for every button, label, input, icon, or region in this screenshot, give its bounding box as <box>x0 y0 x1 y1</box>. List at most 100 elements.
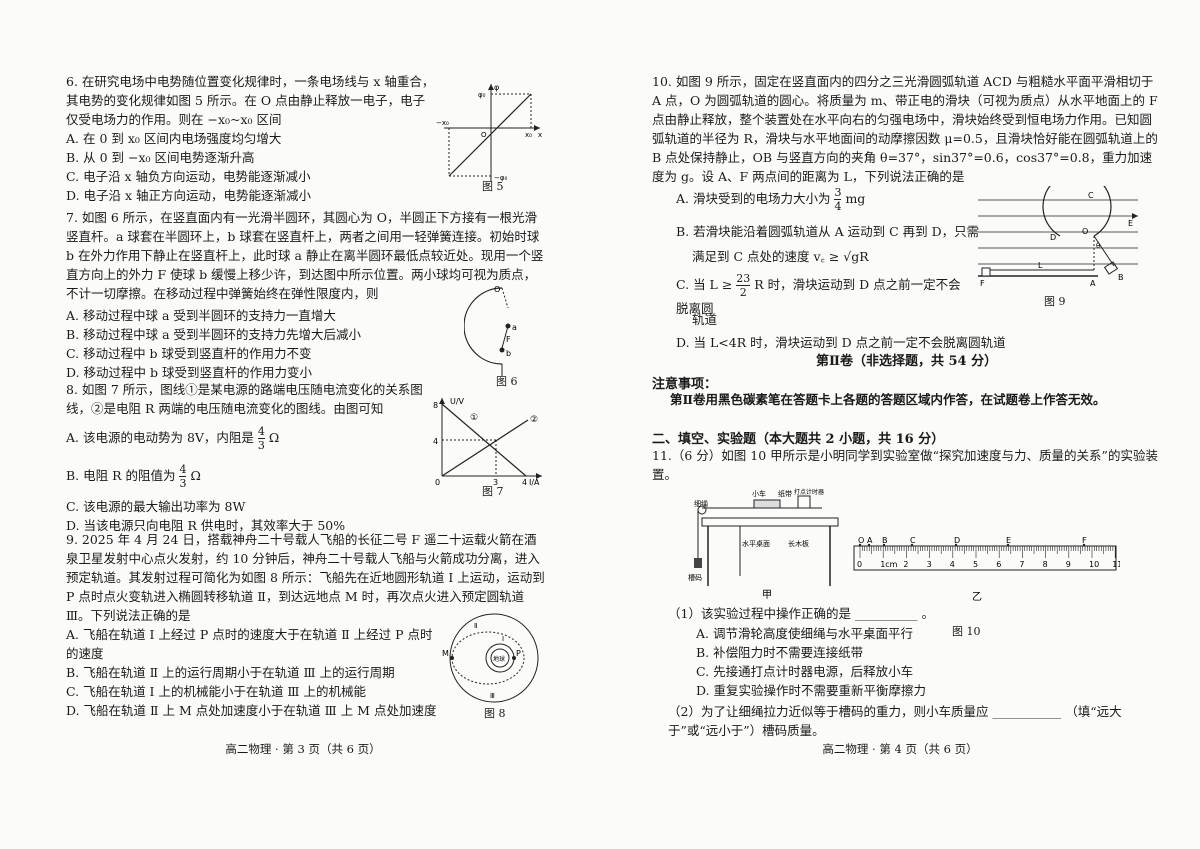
figure-6-o-label: O <box>494 285 500 294</box>
question-10-option-b-line1: B. 若滑块能沿着圆弧轨道从 A 运动到 C 再到 D，只需 <box>676 224 980 239</box>
figure-7-line2-label: ② <box>530 415 538 425</box>
figure-10-apparatus: 细绳 小车 纸带 打点计时器 水平桌面 长木板 槽码 甲 <box>688 488 839 601</box>
ruler-tick-label: 10 <box>1089 560 1099 569</box>
question-10-c-denominator: 2 <box>739 286 747 299</box>
figure-5: φ φ₀ −φ₀ −x₀ x₀ x O <box>436 83 542 182</box>
ruler-tick-label: 3 <box>927 560 932 569</box>
figure-6-caption: 图 6 <box>496 375 518 388</box>
figure-5-negphi0-label: −φ₀ <box>494 174 507 182</box>
figure-9-c-label: C <box>1088 191 1094 200</box>
question-8-b-numerator: 4 <box>179 463 187 477</box>
figure-10-board-label: 长木板 <box>788 539 809 548</box>
question-11-option-c: C. 先接通打点计时器电源，后释放小车 <box>696 664 914 679</box>
figure-7-ylabel: U/V <box>450 397 465 406</box>
figure-9-caption: 图 9 <box>1044 295 1066 308</box>
question-7-options: A. 移动过程中球 a 受到半圆环的支持力一直增大 B. 移动过程中球 a 受到… <box>66 306 466 382</box>
figure-7-x3: 3 <box>493 478 498 486</box>
figure-7-y8: 8 <box>433 401 438 410</box>
question-9: 9. 2025 年 4 月 24 日，搭载神舟二十号载人飞船的长征二号 F 遥二… <box>66 530 546 625</box>
question-11-option-d: D. 重复实验操作时不需要重新平衡摩擦力 <box>696 683 927 698</box>
footer-page-3: 高二物理 · 第 3 页（共 6 页） <box>225 742 381 756</box>
question-8-a-unit: Ω <box>268 430 280 445</box>
figure-10-tape-label: 纸带 <box>778 489 792 498</box>
question-11-part-2: （2）为了让细绳拉力近似等于槽码的重力，则小车质量应 ___________ （… <box>668 702 1168 740</box>
figure-5-phi-label: φ <box>494 83 499 92</box>
question-10-option-c-end: 轨道 <box>692 312 718 327</box>
ruler-tick-label: 5 <box>973 560 978 569</box>
question-11-option-a: A. 调节滑轮高度使细绳与水平桌面平行 <box>696 626 913 641</box>
ruler-point-label: C <box>910 536 916 545</box>
figure-8-caption: 图 8 <box>484 707 506 720</box>
question-7: 7. 如图 6 所示，在竖直面内有一光滑半圆环，其圆心为 O，半圆正下方接有一根… <box>66 208 546 303</box>
question-6: 6. 在研究电场中电势随位置变化规律时，一条电场线与 x 轴重合，其电势的变化规… <box>66 72 436 205</box>
ruler-point-label: O <box>858 536 864 545</box>
ruler-point-dot <box>858 543 862 547</box>
question-7-option-d: D. 移动过程中 b 球受到竖直杆的作用力变小 <box>66 365 312 380</box>
figure-6-b-label: b <box>506 349 511 358</box>
figure-9-a-label: A <box>1090 279 1096 288</box>
figure-5-caption: 图 5 <box>482 180 504 193</box>
question-10-a-numerator: 3 <box>834 186 842 200</box>
question-9-option-d: D. 飞船在轨道 Ⅱ 上 M 点处加速度小于在轨道 Ⅲ 上 M 点处加速度 <box>66 703 437 718</box>
question-8-option-d: D. 当该电源只向电阻 R 供电时，其效率大于 50% <box>66 518 346 533</box>
question-7-stem: 7. 如图 6 所示，在竖直面内有一光滑半圆环，其圆心为 O，半圆正下方接有一根… <box>66 210 544 301</box>
figure-10-caption: 图 10 <box>952 625 981 638</box>
question-8: 8. 如图 7 所示，图线①是某电源的路端电压随电流变化的关系图线，②是电阻 R… <box>66 380 446 418</box>
ruler-tick-label: 7 <box>1019 560 1024 569</box>
ruler-tick-label: 2 <box>903 560 908 569</box>
question-8-b-denominator: 3 <box>179 477 187 490</box>
question-8-stem: 8. 如图 7 所示，图线①是某电源的路端电压随电流变化的关系图线，②是电阻 R… <box>66 382 423 416</box>
figure-6-f-label: F <box>506 335 511 344</box>
figure-5-phi0-label: φ₀ <box>478 91 486 99</box>
ruler-tick-label: 11 <box>1112 560 1120 569</box>
question-11-part-1-blank[interactable]: __________ <box>854 606 918 621</box>
question-8-b-unit: Ω <box>190 468 201 483</box>
part-2-title: 第Ⅱ卷（非选择题，共 54 分） <box>816 354 998 369</box>
ruler-point-dot <box>910 543 914 547</box>
notice-text: 第Ⅱ卷用黑色碳素笔在答题卡上各题的答题区域内作答，在试题卷上作答无效。 <box>670 392 1106 407</box>
ruler-point-dot <box>882 543 886 547</box>
question-8-option-b: B. 电阻 R 的阻值为 <box>66 468 176 483</box>
question-8-a-numerator: 4 <box>257 425 265 439</box>
question-8-option-a: A. 该电源的电动势为 8V，内阻是 <box>66 430 254 445</box>
question-11-part-2-blank[interactable]: ___________ <box>992 704 1062 719</box>
figure-9-b-label: B <box>1118 273 1124 282</box>
question-10-option-b-line2: 满足到 C 点处的速度 v꜀ ≥ √gR <box>692 249 869 264</box>
notice-title: 注意事项： <box>652 377 718 392</box>
figure-5-x-label: x <box>538 131 542 139</box>
question-10-option-c-start: C. 当 L ≥ <box>676 277 733 292</box>
figure-10-cart-label: 小车 <box>752 489 766 498</box>
question-9-option-b: B. 飞船在轨道 Ⅱ 上的运行周期小于在轨道 Ⅲ 上的运行周期 <box>66 665 395 680</box>
question-9-option-c: C. 飞船在轨道 Ⅰ 上的机械能小于在轨道 Ⅲ 上的机械能 <box>66 684 366 699</box>
question-11-part-1: （1）该实验过程中操作正确的是 __________ 。 <box>668 604 1168 623</box>
question-10: 10. 如图 9 所示，固定在竖直面内的四分之三光滑圆弧轨道 ACD 与粗糙水平… <box>652 72 1160 186</box>
figure-9-f-label: F <box>980 279 985 288</box>
ruler-tick-label: 8 <box>1043 560 1048 569</box>
figure-8-orbit3-label: Ⅲ <box>490 692 495 700</box>
figure-8: 地球 M P Ⅰ Ⅱ Ⅲ <box>442 613 539 703</box>
question-6-option-d: D. 电子沿 x 轴正方向运动，电势能逐渐减小 <box>66 188 312 203</box>
question-8-options: A. 该电源的电动势为 8V，内阻是 4 3 Ω B. 电阻 R 的阻值为 4 … <box>66 425 436 535</box>
ruler-tick-label: 0 <box>857 560 862 569</box>
figure-8-earth-label: 地球 <box>493 655 505 663</box>
figure-9-e-label: E <box>1128 219 1133 228</box>
figure-7-y4: 4 <box>433 437 438 446</box>
figure-9: C D O E A B F L θ <box>978 186 1138 288</box>
right-page: 10. 如图 9 所示，固定在竖直面内的四分之三光滑圆弧轨道 ACD 与粗糙水平… <box>600 0 1200 849</box>
question-10-a-denominator: 4 <box>834 200 842 213</box>
figure-7-origin: 0 <box>435 478 440 486</box>
figure-8-p-label: P <box>516 649 521 658</box>
question-7-option-b: B. 移动过程中球 a 受到半圆环的支持力先增大后减小 <box>66 327 362 342</box>
question-11-option-b: B. 补偿阻力时不需要连接纸带 <box>696 645 864 660</box>
question-11-part-1-options: A. 调节滑轮高度使细绳与水平桌面平行 B. 补偿阻力时不需要连接纸带 C. 先… <box>696 624 996 700</box>
ruler-point-label: A <box>867 536 873 545</box>
question-10-c-numerator: 23 <box>736 272 751 286</box>
figure-9-d-label: D <box>1050 233 1056 242</box>
figure-10-yi-label: 乙 <box>972 591 982 603</box>
question-6-stem: 6. 在研究电场中电势随位置变化规律时，一条电场线与 x 轴重合，其电势的变化规… <box>66 74 435 127</box>
figure-8-orbit1-label: Ⅰ <box>502 635 504 643</box>
question-7-option-a: A. 移动过程中球 a 受到半圆环的支持力一直增大 <box>66 308 336 323</box>
ruler-point-label: E <box>1006 536 1011 545</box>
figure-9-o-label: O <box>1082 227 1088 236</box>
